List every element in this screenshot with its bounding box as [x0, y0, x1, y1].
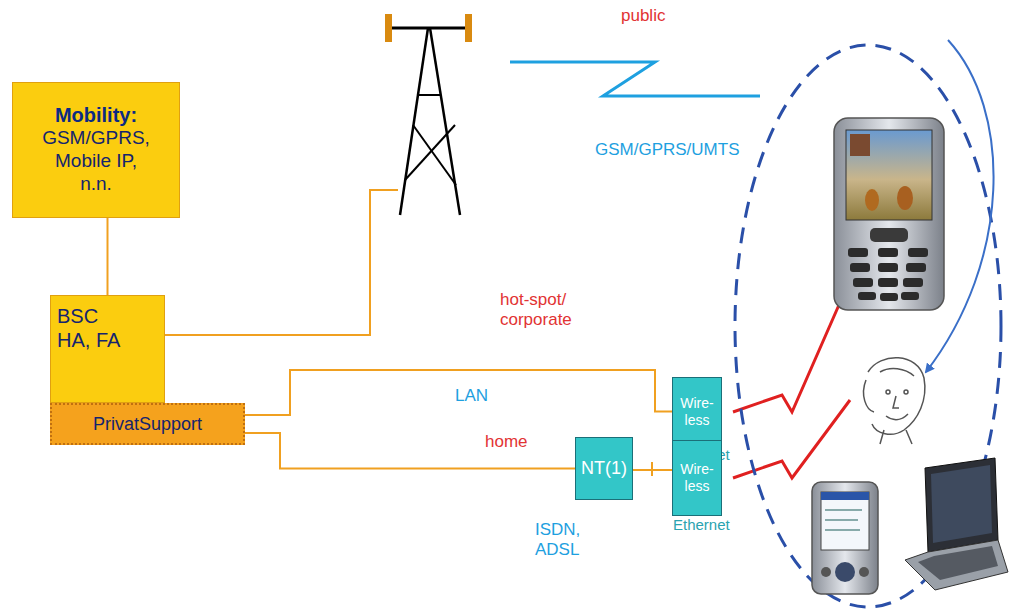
mobile-phone: [834, 118, 944, 310]
user-boundary: [735, 45, 1001, 607]
annotation-label: LAN: [455, 386, 488, 406]
wire-connector: [633, 469, 672, 471]
wireless-link: [733, 298, 842, 412]
access-point-box: Wire- lessEthernet: [672, 377, 722, 446]
annotation-label: hot-spot/ corporate: [500, 290, 572, 330]
box-heading: Mobility:: [55, 104, 137, 127]
box-text: GSM/GPRS, Mobile IP, n.n.: [39, 127, 154, 195]
access-point-box: Wire- lessEthernet: [672, 440, 722, 516]
annotation-label: GSM/GPRS/UMTS: [595, 140, 740, 160]
box-text: NT(1): [581, 458, 627, 479]
controller-box: BSC HA, FA: [50, 295, 165, 403]
mobility-box: Mobility:GSM/GPRS, Mobile IP, n.n.: [12, 82, 180, 218]
pda: [812, 482, 878, 594]
box-text: PrivatSupport: [93, 414, 202, 435]
network-terminal-box: NT(1): [575, 437, 633, 500]
person-sketch: [864, 358, 925, 444]
laptop: [905, 458, 1008, 590]
annotation-label: home: [485, 432, 528, 452]
annotation-label: public: [621, 6, 665, 26]
box-text: BSC HA, FA: [57, 304, 127, 352]
wire-connector: [245, 433, 575, 469]
wire-connector: [245, 370, 672, 415]
box-text: Wire- less: [680, 461, 713, 495]
wire-connector: [107, 218, 109, 295]
radio-link: [510, 62, 760, 96]
support-box: PrivatSupport: [50, 403, 245, 445]
box-caption: Ethernet: [673, 516, 730, 533]
wire: [165, 190, 398, 335]
wireless-link: [733, 400, 850, 478]
antenna-tower: [385, 14, 472, 215]
box-text: Wire- less: [680, 395, 713, 429]
annotation-label: ISDN, ADSL: [535, 520, 580, 560]
